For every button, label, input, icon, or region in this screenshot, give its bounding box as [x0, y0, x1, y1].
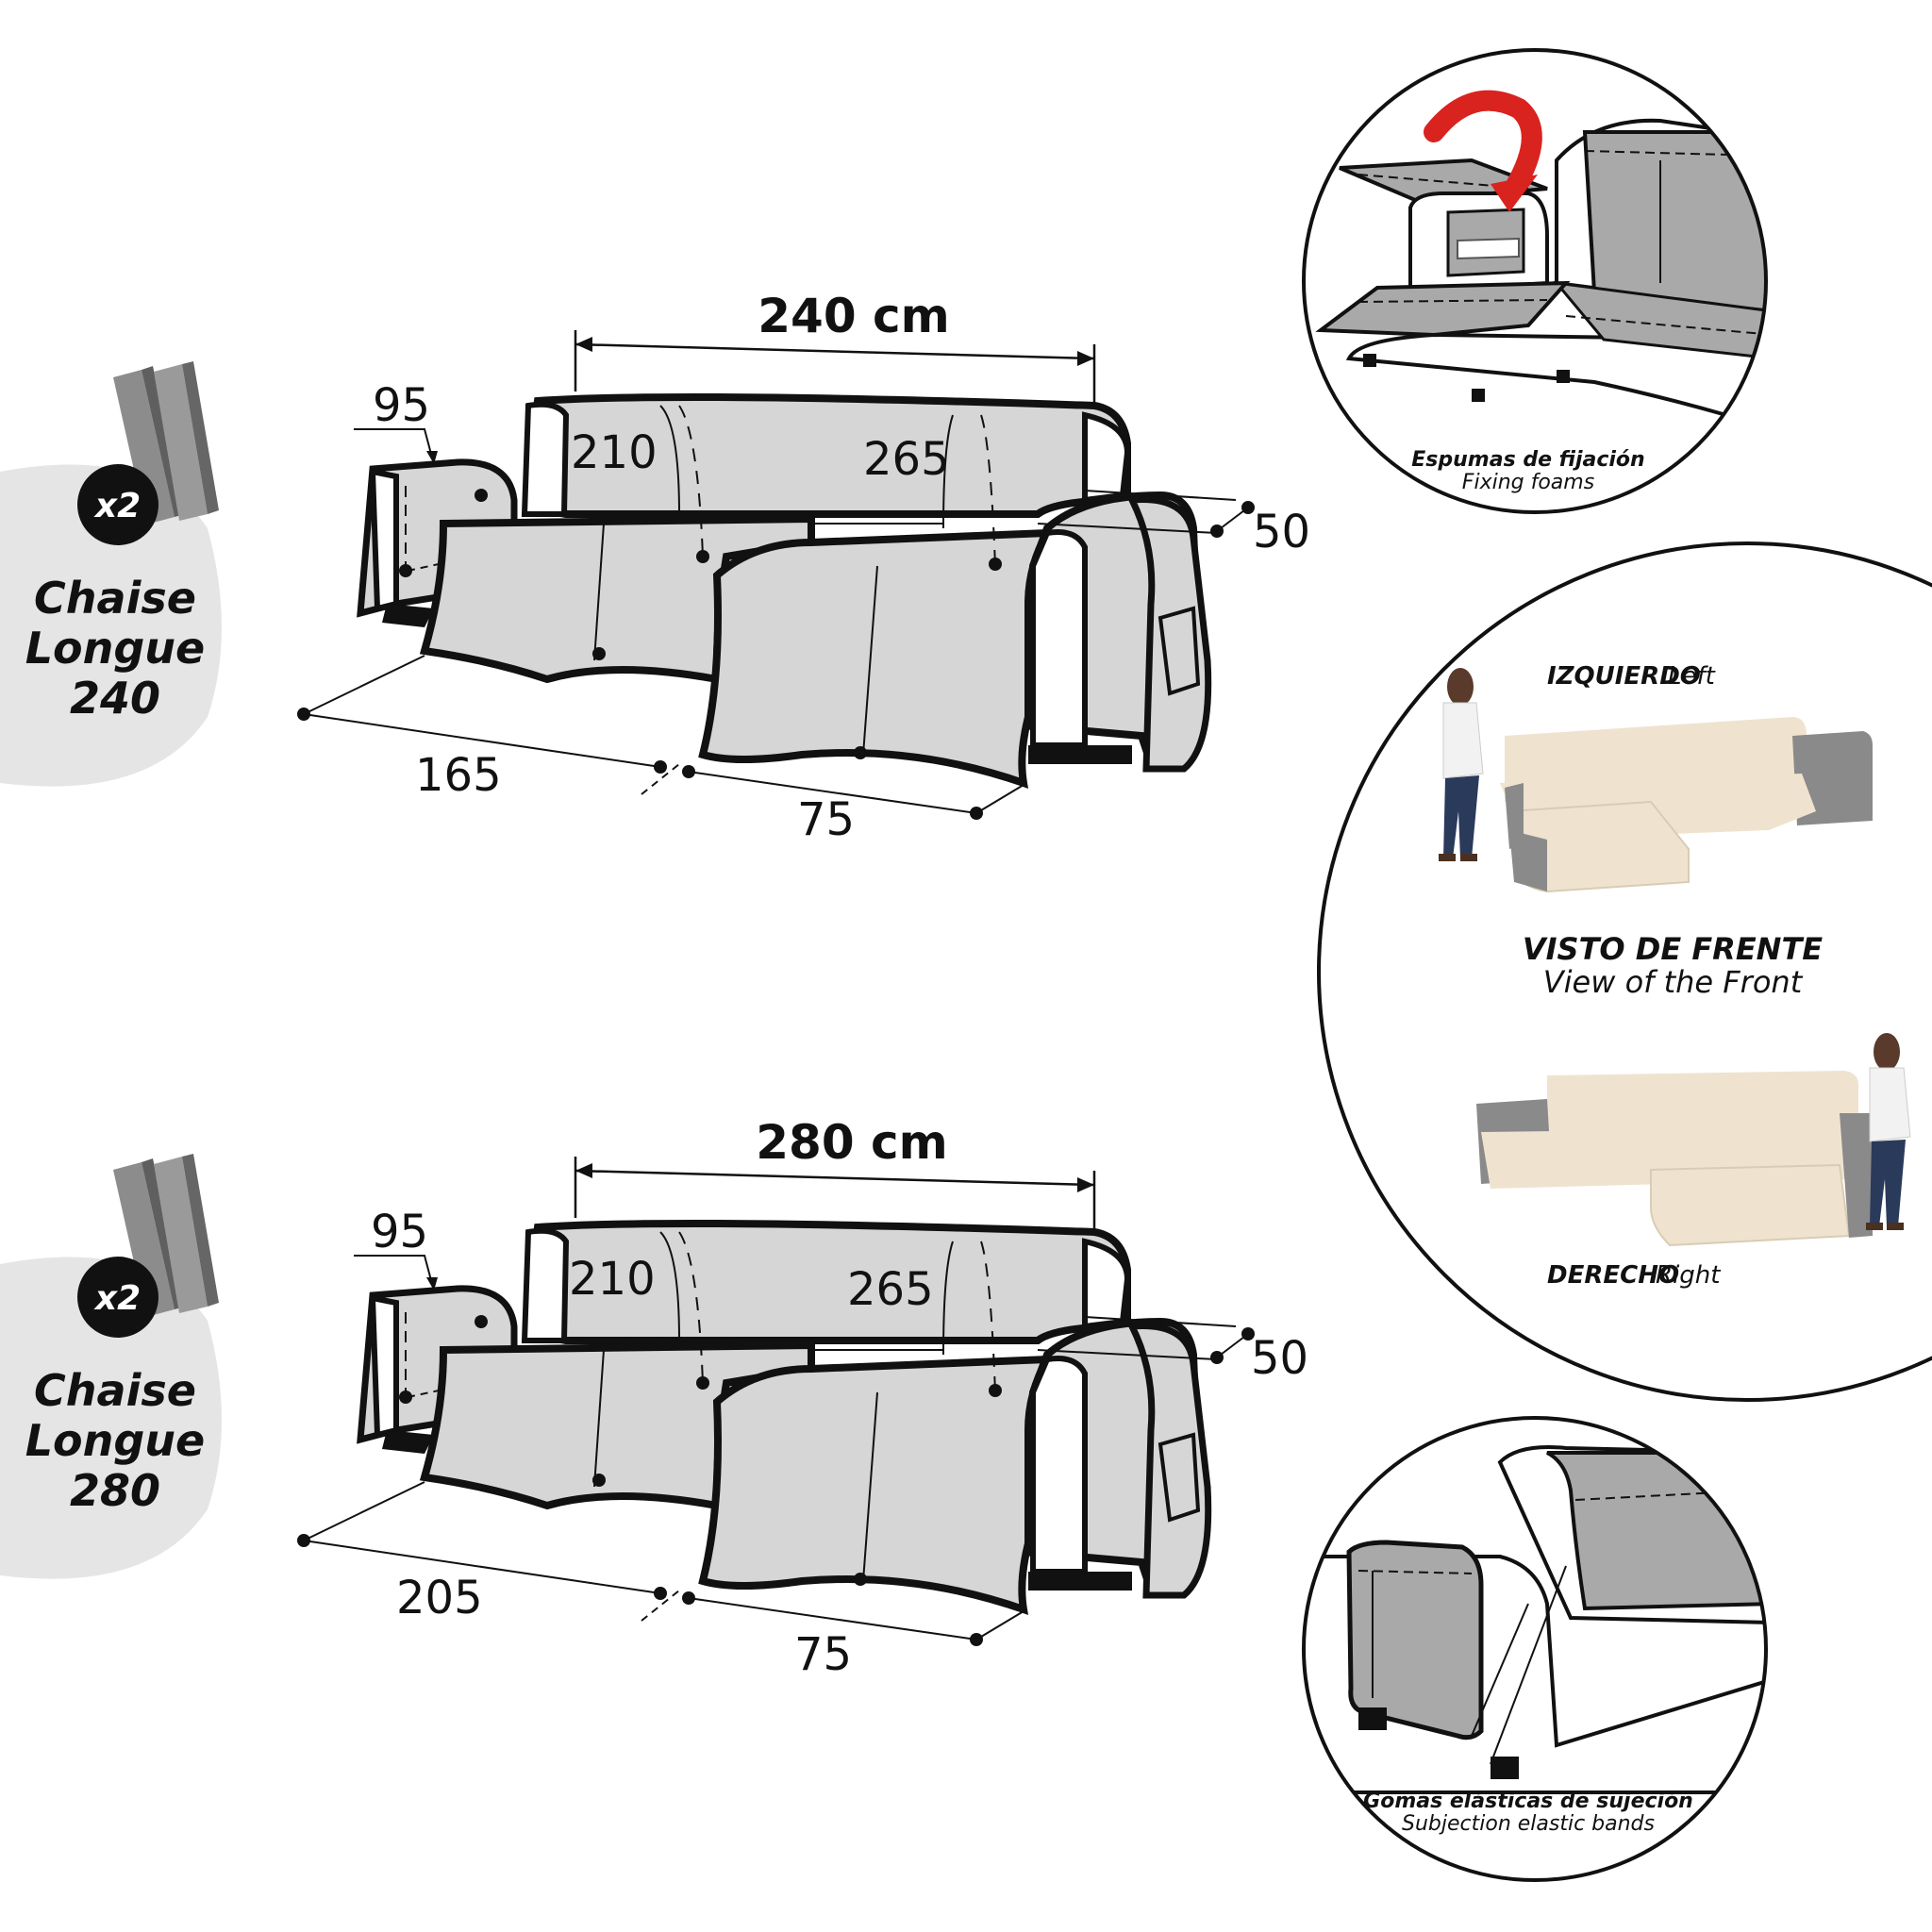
dim-back-right: 265 [863, 433, 950, 486]
detail-fixing-foams: Espumas de fijación Fixing foams [1302, 48, 1768, 514]
left-label-italic: Left [1668, 662, 1716, 691]
model-badge-280: x2 Chaise Longue 280 [0, 1154, 222, 1579]
badge-count: x2 [93, 1279, 141, 1318]
model-badge-240: x2 Chaise Longue 240 [0, 361, 222, 787]
dim-back-left: 210 [569, 1253, 656, 1306]
foams-caption-italic: Fixing foams [1462, 471, 1594, 494]
dim-arm: 50 [1253, 506, 1310, 558]
orientation-panel: IZQUIERDO Left VISTO DE FRENTE View of t… [1317, 541, 1932, 1402]
model-name-line2: Longue [25, 623, 206, 674]
left-label-bold: IZQUIERDO [1547, 662, 1701, 691]
sofa-diagram-280: 280 cm 95 210 265 50 205 75 [297, 1115, 1308, 1681]
badge-circle [77, 464, 158, 545]
woman-figure-left [1439, 668, 1484, 861]
width-label: 240 cm [758, 289, 950, 343]
dim-chaise-width: 75 [797, 793, 855, 846]
foam-bars-icon [113, 361, 219, 525]
dim-chaise-length: 165 [415, 749, 502, 802]
bands-caption-bold: Gomas elásticas de sujeción [1363, 1790, 1693, 1813]
right-label-bold: DERECHO [1547, 1261, 1679, 1290]
dim-back-left: 210 [571, 426, 658, 479]
red-arrow-icon [1424, 90, 1542, 199]
dim-arm: 50 [1251, 1332, 1308, 1385]
dim-depth: 95 [373, 379, 430, 432]
dim-depth: 95 [371, 1206, 428, 1258]
bands-caption-italic: Subjection elastic bands [1402, 1812, 1655, 1836]
right-sofa-photo [1476, 1071, 1873, 1247]
dim-chaise-width: 75 [794, 1628, 852, 1681]
foams-caption-bold: Espumas de fijación [1411, 448, 1644, 472]
model-name-line2: Longue [25, 1415, 206, 1466]
model-name-line1: Chaise [34, 573, 196, 624]
model-name-line3: 240 [70, 673, 160, 724]
badge-circle [77, 1257, 158, 1338]
dim-chaise-length: 205 [396, 1572, 483, 1624]
model-name-line1: Chaise [34, 1365, 196, 1416]
detail-elastic-bands: Gomas elásticas de sujeción Subjection e… [1302, 1416, 1768, 1882]
left-sofa-photo [1500, 717, 1873, 893]
sofa-diagram-240: 240 cm 95 210 265 50 165 75 [297, 289, 1310, 846]
woman-figure-right [1866, 1033, 1911, 1230]
foam-bars-icon [113, 1154, 219, 1317]
width-label: 280 cm [756, 1115, 948, 1170]
dim-back-right: 265 [847, 1263, 934, 1316]
front-label-italic: View of the Front [1543, 964, 1804, 1000]
model-name-line3: 280 [70, 1465, 160, 1516]
badge-count: x2 [93, 487, 141, 525]
front-label-bold: VISTO DE FRENTE [1523, 931, 1823, 967]
right-label-italic: Right [1656, 1261, 1721, 1290]
